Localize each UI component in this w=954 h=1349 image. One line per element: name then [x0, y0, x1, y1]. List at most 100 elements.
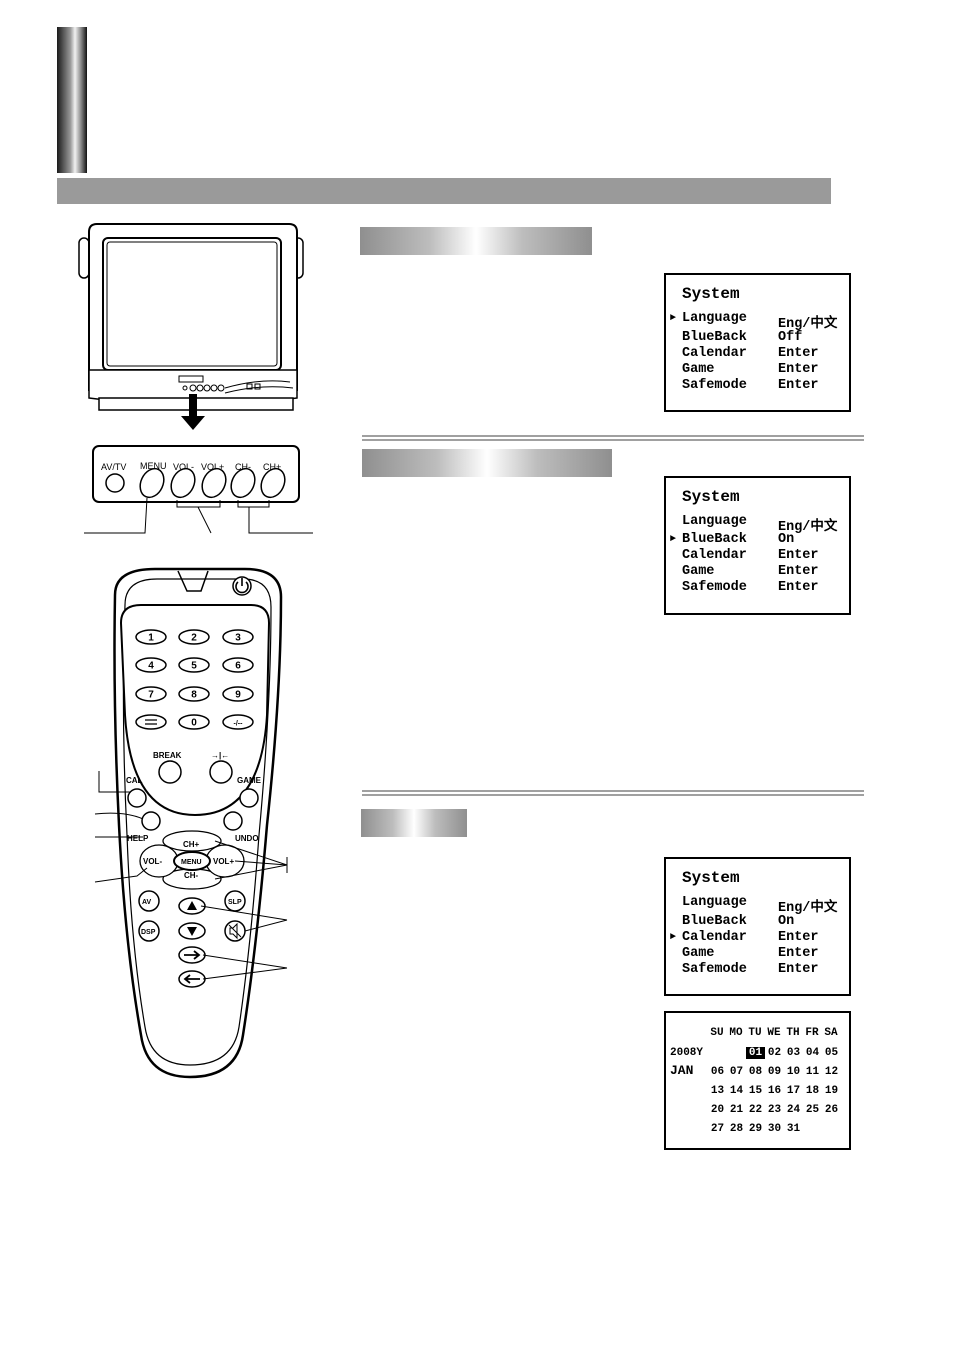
section-bar-blueback — [362, 449, 612, 477]
osd-row-label: BlueBack — [682, 532, 747, 547]
calendar-day-cell: 15 — [748, 1085, 763, 1097]
osd-row-label: Safemode — [682, 580, 747, 595]
recall-icon — [145, 719, 157, 725]
osd-row-game: Game Enter — [682, 946, 852, 963]
osd-row-game: Game Enter — [682, 362, 852, 379]
osd-row-label: Calendar — [682, 346, 747, 361]
digit-button-0[interactable] — [178, 714, 210, 730]
osd-row-blueback: BlueBack Off — [682, 330, 852, 347]
digit-button-3[interactable] — [222, 629, 254, 645]
front-panel-avtv-button[interactable] — [105, 473, 125, 493]
digit-button--/--[interactable] — [222, 714, 254, 730]
calendar-month: JAN — [670, 1063, 694, 1078]
front-panel-label-vol-plus: VOL+ — [201, 462, 224, 472]
calendar-day-cell: 18 — [805, 1085, 820, 1097]
calendar-day-header: WE — [767, 1027, 781, 1039]
calendar-day-cell: 21 — [729, 1104, 744, 1116]
av-button[interactable] — [138, 890, 160, 912]
calendar-day-cell: 25 — [805, 1104, 820, 1116]
digit-button-4[interactable] — [135, 657, 167, 673]
osd-row-language: ► Language Eng/中文 — [670, 311, 852, 332]
tv-illustration: AV/TV MENU VOL- VOL+ CH- CH+ — [78, 223, 313, 534]
slp-label: SLP — [228, 899, 242, 906]
front-panel-vol-minus-button[interactable] — [167, 465, 200, 501]
osd-row-label: Calendar — [682, 548, 747, 563]
av-label: AV — [142, 899, 152, 906]
cal-label: CAL — [126, 776, 143, 785]
menu-button[interactable] — [173, 851, 211, 871]
front-panel-ch-minus-button[interactable] — [227, 465, 260, 501]
osd-row-label: Language — [682, 895, 747, 910]
right-arrow-icon — [184, 950, 201, 960]
osd-row-calendar: Calendar Enter — [682, 548, 852, 565]
calendar-day-cell: 29 — [748, 1123, 763, 1135]
calendar-day-cell: 30 — [767, 1123, 782, 1135]
calendar-day-cell: 11 — [805, 1066, 820, 1078]
section-divider-2 — [362, 790, 864, 796]
break-button[interactable] — [158, 760, 182, 784]
osd-row-value: Enter — [778, 930, 819, 945]
dsp-button[interactable] — [138, 920, 160, 942]
front-panel-menu-button[interactable] — [136, 465, 169, 501]
mute-icon — [229, 922, 238, 940]
osd-row-value: Enter — [778, 946, 819, 961]
osd-row-calendar: Calendar Enter — [682, 346, 852, 363]
up-arrow-icon — [187, 901, 197, 910]
calendar-day-cell: 22 — [748, 1104, 763, 1116]
osd-row-label: Calendar — [682, 930, 747, 945]
game-button[interactable] — [239, 788, 259, 808]
calendar-day-cell: 16 — [767, 1085, 782, 1097]
calendar-day-cell: 19 — [824, 1085, 839, 1097]
undo-button[interactable] — [223, 811, 243, 831]
cal-button[interactable] — [127, 788, 147, 808]
calendar-day-header: SU — [710, 1027, 724, 1039]
calendar-day-cell: 02 — [767, 1047, 782, 1059]
osd-row-value: On — [778, 532, 795, 547]
digit-button-5[interactable] — [178, 657, 210, 673]
digit-label: 0 — [191, 718, 197, 729]
calendar-day-cell: 24 — [786, 1104, 801, 1116]
osd-row-value: Enter — [778, 548, 819, 563]
osd-row-safemode: Safemode Enter — [682, 580, 852, 597]
osd-row-value: Enter — [778, 580, 819, 595]
front-panel-ch-plus-button[interactable] — [257, 465, 290, 501]
front-panel-label-menu: MENU — [140, 461, 167, 471]
osd-row-blueback: ► BlueBack On — [670, 532, 852, 549]
help-button[interactable] — [141, 811, 161, 831]
pointer-arrow-icon: ► — [670, 932, 677, 943]
digit-button-8[interactable] — [178, 686, 210, 702]
osd-row-value: Eng/中文 — [778, 317, 838, 332]
digit-button-7[interactable] — [135, 686, 167, 702]
game-label: GAME — [237, 776, 262, 785]
sleep-button[interactable] — [224, 890, 246, 912]
digit-button-9[interactable] — [222, 686, 254, 702]
digit-button-2[interactable] — [178, 629, 210, 645]
osd-row-label: Safemode — [682, 962, 747, 977]
calendar-year: 2008Y — [670, 1047, 704, 1059]
recall-button[interactable] — [135, 714, 167, 730]
digit-button-6[interactable] — [222, 657, 254, 673]
calendar-day-header: SA — [824, 1027, 838, 1039]
pause-button[interactable] — [209, 760, 233, 784]
osd-row-value: On — [778, 914, 795, 929]
osd-row-label: Game — [682, 564, 715, 579]
calendar-day-cell: 06 — [710, 1066, 725, 1078]
calendar-day-cell: 09 — [767, 1066, 782, 1078]
help-label: HELP — [127, 834, 149, 843]
calendar-day-cell: 08 — [748, 1066, 763, 1078]
section-bar-language — [360, 227, 592, 255]
calendar-day-cell: 27 — [710, 1123, 725, 1135]
digit-button-1[interactable] — [135, 629, 167, 645]
osd-row-label: BlueBack — [682, 330, 747, 345]
section-divider-1 — [362, 435, 864, 441]
digit-label: 7 — [148, 690, 154, 701]
osd-row-calendar: ► Calendar Enter — [670, 930, 852, 947]
calendar-day-cell: 03 — [786, 1047, 801, 1059]
osd-row-language: Language Eng/中文 — [682, 514, 852, 535]
vol-minus-label: VOL- — [143, 857, 162, 866]
break-label: BREAK — [153, 751, 182, 760]
calendar-day-cell: 31 — [786, 1123, 801, 1135]
front-panel-vol-plus-button[interactable] — [198, 465, 231, 501]
calendar-day-cell: 28 — [729, 1123, 744, 1135]
